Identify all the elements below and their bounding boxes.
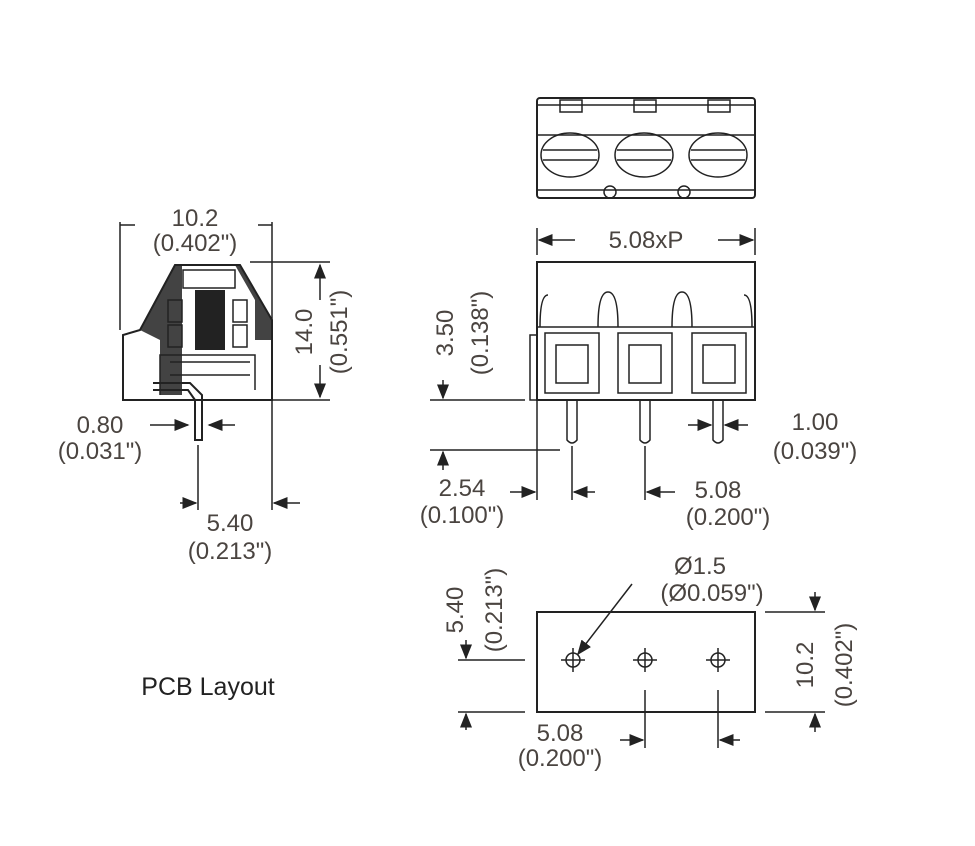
pcb-width-mm: 10.2 [792, 642, 819, 689]
side-view: 10.2 (0.402") 14.0 (0.551") 0.80 (0.031"… [58, 205, 353, 565]
hole-diameter-mm: Ø1.5 [674, 553, 726, 580]
pin-offset-in: (0.213") [188, 538, 273, 565]
pcb-pitch-in: (0.200") [518, 745, 603, 772]
pcb-row-mm: 5.40 [442, 587, 469, 634]
pin-width-front-mm: 1.00 [792, 409, 839, 436]
side-width-mm: 10.2 [172, 205, 219, 232]
pitch-in: (0.200") [686, 504, 771, 531]
length-label: 5.08xP [609, 227, 684, 254]
side-width-in: (0.402") [153, 230, 238, 257]
top-view [536, 97, 756, 199]
pin-width-in: (0.031") [58, 438, 143, 465]
pcb-row-in: (0.213") [481, 568, 508, 653]
front-view: 5.08xP 3.50 (0.138") 1.00 (0.039") 2.54 … [420, 227, 858, 531]
pin-length-mm: 3.50 [432, 310, 459, 357]
pin-length-in: (0.138") [467, 291, 494, 376]
side-height-in: (0.551") [326, 290, 353, 375]
offset-in: (0.100") [420, 502, 505, 529]
pcb-width-in: (0.402") [831, 623, 858, 708]
offset-mm: 2.54 [439, 475, 486, 502]
pcb-layout-title: PCB Layout [141, 673, 274, 701]
pcb-layout: PCB Layout Ø1.5 (Ø0.059") 5.40 (0.213") … [141, 553, 858, 772]
pin-offset-mm: 5.40 [207, 510, 254, 537]
pin-width-mm: 0.80 [77, 412, 124, 439]
side-height-mm: 14.0 [291, 309, 318, 356]
pcb-pitch-mm: 5.08 [537, 720, 584, 747]
pitch-mm: 5.08 [695, 477, 742, 504]
hole-diameter-in: (Ø0.059") [660, 580, 763, 607]
pin-width-front-in: (0.039") [773, 438, 858, 465]
